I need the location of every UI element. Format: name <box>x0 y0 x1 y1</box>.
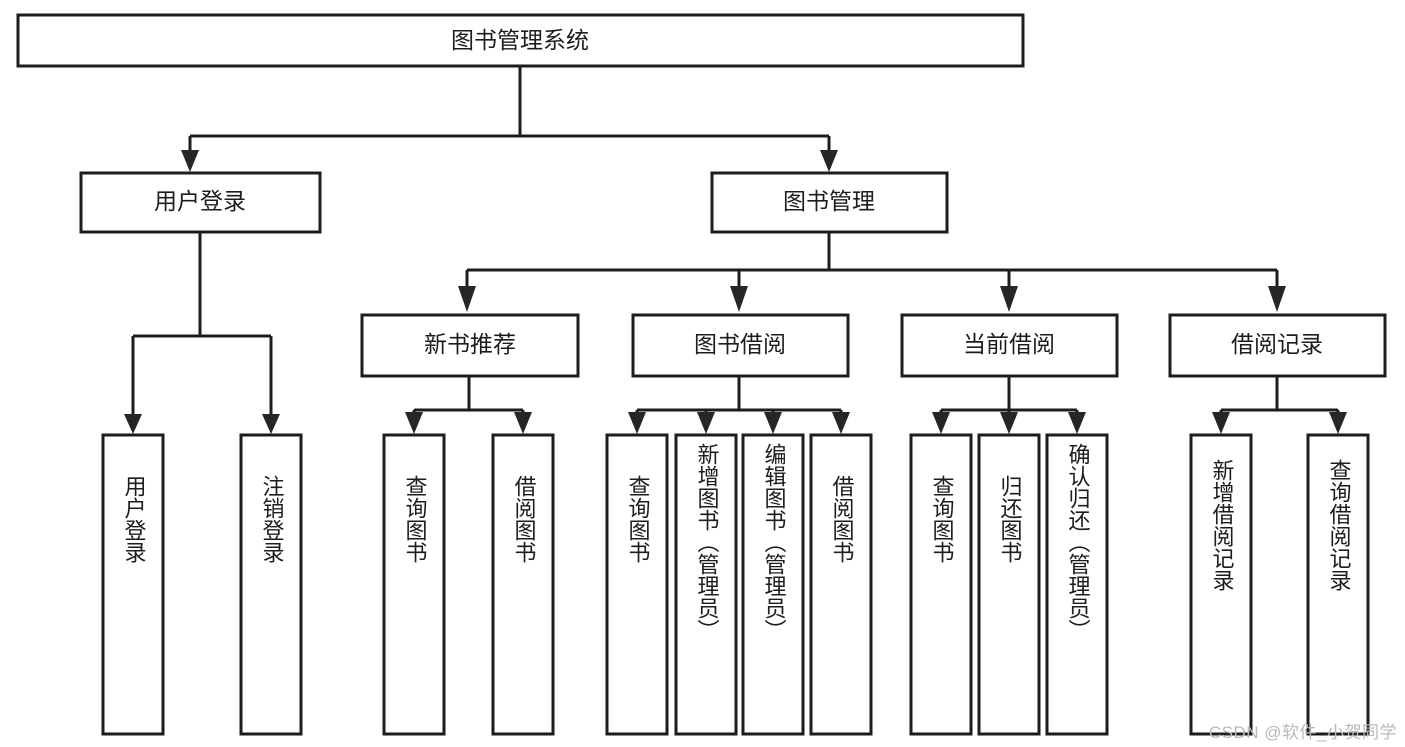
leaf-current-borrow-query-label: 查询图书 <box>929 475 955 563</box>
leaf-user-login-login-label: 用户登录 <box>121 475 147 563</box>
node-root-label: 图书管理系统 <box>451 27 589 53</box>
node-user-login-label: 用户登录 <box>154 188 246 214</box>
leaf-new-book-borrow-label: 借阅图书 <box>511 475 537 563</box>
leaf-new-book-query-box[interactable] <box>382 433 446 736</box>
node-new-book-recommend-label: 新书推荐 <box>424 331 516 357</box>
leaf-current-borrow-query-box[interactable] <box>909 433 973 736</box>
leaf-new-book-borrow-box[interactable] <box>491 433 555 736</box>
leaf-new-book-query[interactable]: 查询图书 <box>382 433 446 736</box>
node-book-borrow-label: 图书借阅 <box>694 331 786 357</box>
leaf-current-borrow-return-box[interactable] <box>977 433 1041 736</box>
leaf-user-login-login[interactable]: 用户登录 <box>101 433 165 736</box>
leaf-user-login-login-box[interactable] <box>101 433 165 736</box>
node-root-box[interactable] <box>16 13 1025 68</box>
node-new-book-recommend[interactable]: 新书推荐 <box>360 313 580 378</box>
leaf-book-borrow-edit-label: 编辑图书（管理员） <box>761 443 787 641</box>
arrow-head-leaf-borrow-record-2 <box>1329 412 1347 434</box>
leaf-book-borrow-borrow-box[interactable] <box>809 433 873 736</box>
leaf-borrow-record-query-box[interactable] <box>1306 433 1370 736</box>
node-new-book-recommend-box[interactable] <box>360 313 580 378</box>
arrow-head-leaf-book-borrow-1 <box>628 412 646 434</box>
arrow-head-leaf-user-login-1 <box>124 414 142 434</box>
arrow-head-leaf-current-borrow-3 <box>1068 412 1086 434</box>
node-user-login[interactable]: 用户登录 <box>79 171 322 234</box>
leaf-borrow-record-add-label: 新增借阅记录 <box>1209 459 1235 591</box>
leaf-current-borrow-confirm[interactable]: 确认归还（管理员） <box>1045 433 1109 736</box>
node-borrow-record[interactable]: 借阅记录 <box>1168 313 1387 378</box>
arrow-head-leaf-current-borrow-1 <box>932 412 950 434</box>
leaf-borrow-record-add-box[interactable] <box>1189 433 1253 736</box>
leaf-user-login-logout-box[interactable] <box>239 433 303 736</box>
leaf-new-book-borrow[interactable]: 借阅图书 <box>491 433 555 736</box>
node-book-management[interactable]: 图书管理 <box>710 171 949 234</box>
leaf-borrow-record-query-label: 查询借阅记录 <box>1326 459 1352 591</box>
leaf-borrow-record-query[interactable]: 查询借阅记录 <box>1306 433 1370 736</box>
arrow-head-leaf-new-book-1 <box>405 412 423 434</box>
node-borrow-record-label: 借阅记录 <box>1231 331 1323 357</box>
node-book-borrow[interactable]: 图书借阅 <box>631 313 850 378</box>
leaf-book-borrow-query-box[interactable] <box>605 433 669 736</box>
edges-layer <box>124 66 1347 434</box>
node-book-management-box[interactable] <box>710 171 949 234</box>
node-current-borrow-label: 当前借阅 <box>963 331 1055 357</box>
node-root[interactable]: 图书管理系统 <box>16 13 1025 68</box>
leaf-user-login-logout[interactable]: 注销登录 <box>239 433 303 736</box>
arrow-head-leaf-book-borrow-2 <box>697 412 715 434</box>
leaf-current-borrow-return[interactable]: 归还图书 <box>977 433 1041 736</box>
arrow-head-leaf-book-borrow-3 <box>764 412 782 434</box>
node-borrow-record-box[interactable] <box>1168 313 1387 378</box>
leaf-borrow-record-add[interactable]: 新增借阅记录 <box>1189 433 1253 736</box>
arrow-head-new-book <box>458 286 476 312</box>
node-book-borrow-box[interactable] <box>631 313 850 378</box>
leaf-current-borrow-query[interactable]: 查询图书 <box>909 433 973 736</box>
arrow-head-book-borrow <box>730 286 748 312</box>
leaf-book-borrow-query-label: 查询图书 <box>625 475 651 563</box>
arrow-head-leaf-borrow-record-1 <box>1212 412 1230 434</box>
arrow-head-leaf-new-book-2 <box>514 412 532 434</box>
leaf-user-login-logout-label: 注销登录 <box>259 475 285 563</box>
arrow-head-leaf-book-borrow-4 <box>832 412 850 434</box>
leaf-book-borrow-edit-box[interactable] <box>741 433 805 736</box>
leaf-book-borrow-borrow-label: 借阅图书 <box>829 475 855 563</box>
leaf-book-borrow-edit[interactable]: 编辑图书（管理员） <box>741 433 805 736</box>
leaf-book-borrow-add-label: 新增图书（管理员） <box>694 443 720 641</box>
arrow-head-leaf-current-borrow-2 <box>1000 412 1018 434</box>
leaf-current-borrow-return-label: 归还图书 <box>997 475 1023 563</box>
leaf-book-borrow-borrow[interactable]: 借阅图书 <box>809 433 873 736</box>
leaf-book-borrow-query[interactable]: 查询图书 <box>605 433 669 736</box>
leaf-book-borrow-add-box[interactable] <box>674 433 738 736</box>
arrow-head-leaf-user-login-2 <box>262 414 280 434</box>
node-current-borrow-box[interactable] <box>900 313 1119 378</box>
arrow-head-user-login <box>181 150 199 172</box>
node-user-login-box[interactable] <box>79 171 322 234</box>
leaf-current-borrow-confirm-box[interactable] <box>1045 433 1109 736</box>
arrow-head-current-borrow <box>1000 286 1018 312</box>
node-book-management-label: 图书管理 <box>783 188 875 214</box>
leaf-current-borrow-confirm-label: 确认归还（管理员） <box>1065 443 1091 641</box>
node-current-borrow[interactable]: 当前借阅 <box>900 313 1119 378</box>
leaf-new-book-query-label: 查询图书 <box>402 475 428 563</box>
arrow-head-borrow-record <box>1268 286 1286 312</box>
arrow-head-book-mgmt <box>820 150 838 172</box>
leaf-book-borrow-add[interactable]: 新增图书（管理员） <box>674 433 738 736</box>
